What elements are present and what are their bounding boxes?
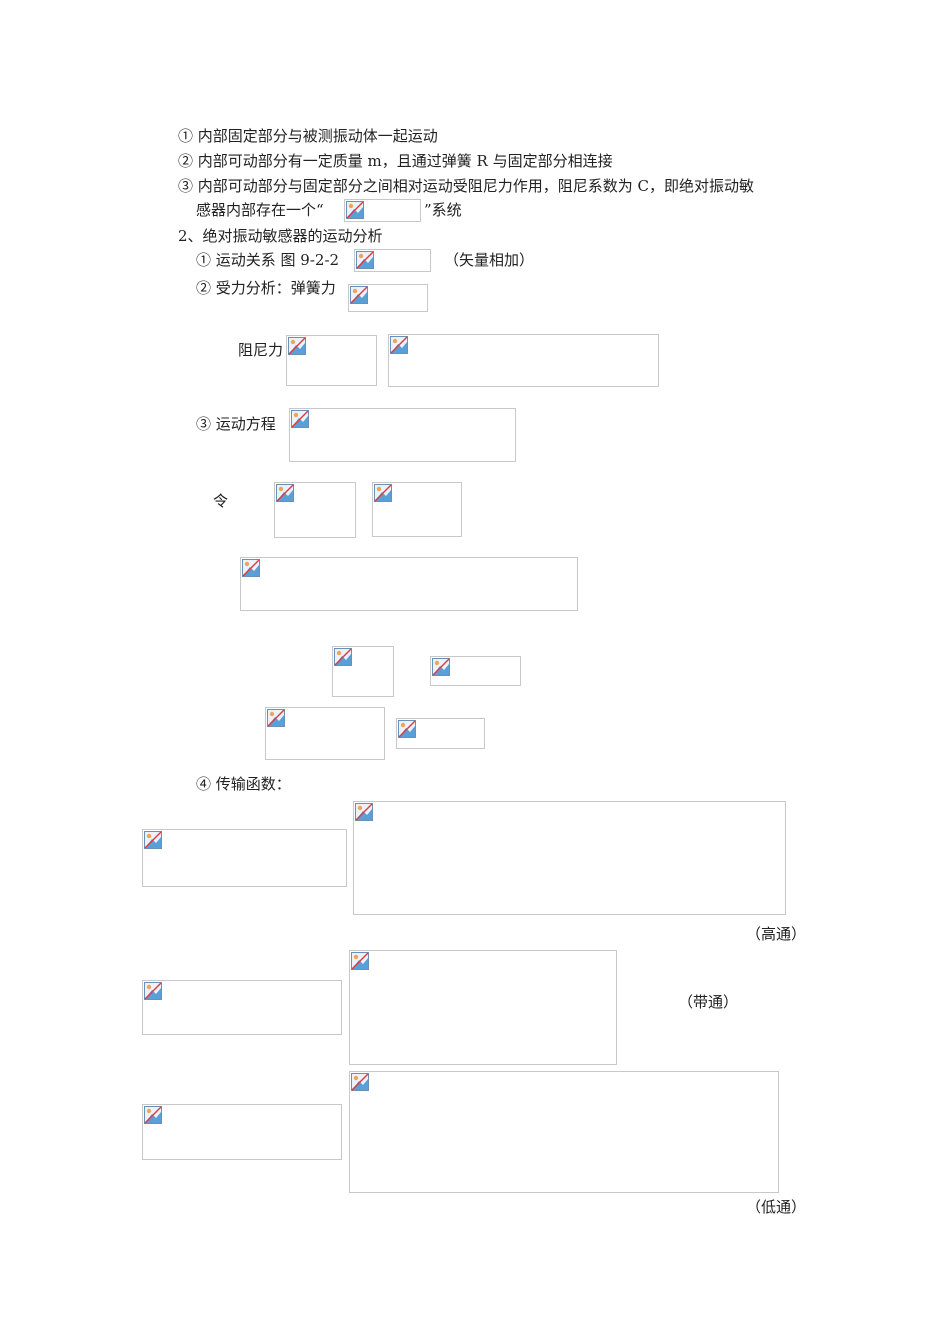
broken-image-icon [432,658,450,676]
formula-image [348,284,428,312]
formula-image [396,718,485,749]
broken-image-icon [350,286,368,304]
broken-image-icon [144,831,162,849]
formula-image [430,656,521,686]
broken-image-icon [288,337,306,355]
motion-relation: ① 运动关系 图 9-2-2 [196,251,340,269]
broken-image-icon [242,559,260,577]
broken-image-icon [276,484,294,502]
highpass-label: （高通） [746,925,807,943]
list-item-3-end: ”系统 [424,201,462,219]
formula-image [353,801,786,915]
broken-image-icon [356,251,374,269]
broken-image-icon [334,648,352,666]
list-item-3-cont: 感器内部存在一个“ [196,201,324,219]
broken-image-icon [144,1106,162,1124]
list-item-2: ② 内部可动部分有一定质量 m，且通过弹簧 R 与固定部分相连接 [178,152,613,170]
let-label: 令 [213,492,229,510]
formula-image [142,1104,342,1160]
formula-image [332,646,394,697]
transfer-function-label: ④ 传输函数： [196,775,291,793]
formula-image [142,980,342,1035]
broken-image-icon [267,709,285,727]
bandpass-label: （带通） [678,993,739,1011]
force-analysis: ② 受力分析：弹簧力 [196,279,336,297]
formula-image [349,1071,779,1193]
list-item-3: ③ 内部可动部分与固定部分之间相对运动受阻尼力作用，阻尼系数为 C，即绝对振动敏 [178,177,755,195]
formula-image [354,249,431,272]
broken-image-icon [346,201,364,219]
section-heading: 2、绝对振动敏感器的运动分析 [178,227,383,245]
broken-image-icon [390,336,408,354]
broken-image-icon [398,720,416,738]
formula-image [142,829,347,887]
broken-image-icon [144,982,162,1000]
broken-image-icon [351,1073,369,1091]
broken-image-icon [291,410,309,428]
broken-image-icon [355,803,373,821]
broken-image-icon [374,484,392,502]
formula-image [265,707,385,760]
lowpass-label: （低通） [746,1198,807,1216]
formula-image [289,408,516,462]
formula-image [372,482,462,537]
formula-image [286,335,377,386]
formula-image [388,334,659,387]
broken-image-icon [351,952,369,970]
vector-note: （矢量相加） [444,251,535,269]
damping-label: 阻尼力 [238,341,284,359]
formula-image [240,557,578,611]
list-item-1: ① 内部固定部分与被测振动体一起运动 [178,127,438,145]
formula-image [344,199,421,222]
formula-image [274,482,356,538]
formula-image [349,950,617,1065]
equation-label: ③ 运动方程 [196,415,276,433]
